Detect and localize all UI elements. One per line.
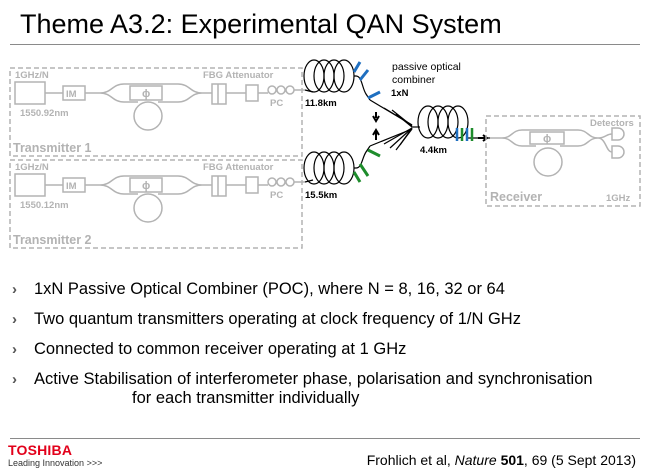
laser-icon [14, 173, 46, 197]
receiver-clock-label: 1GHz [606, 193, 631, 204]
combiner-label-line-1: passive optical [392, 61, 461, 73]
slide-title: Theme A3.2: Experimental QAN System [20, 9, 502, 39]
fbg-filter [211, 83, 227, 105]
tx2-pc-label: PC [270, 190, 283, 201]
chevron-right-icon: › [12, 371, 17, 388]
receiver-phase-label: ϕ [543, 133, 551, 145]
phase-modulator [129, 85, 163, 101]
fiber-spool-3 [412, 105, 490, 139]
citation-volume: 501 [500, 452, 524, 468]
phase-modulator [129, 177, 163, 193]
tx2-phase-label: ϕ [142, 180, 150, 192]
bullet-list: › 1xN Passive Optical Combiner (POC), wh… [12, 280, 642, 419]
qan-system-diagram: 1GHz/N 1550.92nm IM ϕ FBG Attenuator PC … [9, 59, 641, 249]
tx1-fbg-label: FBG Attenuator [203, 70, 274, 81]
transmitter-1-box [9, 67, 303, 157]
transmitter-2-box [9, 159, 303, 249]
logo-brand: TOSHIBA [8, 442, 73, 458]
bullet-text: Two quantum transmitters operating at cl… [34, 310, 521, 328]
tx1-pc-label: PC [270, 98, 283, 109]
transmitter-1 [9, 67, 305, 157]
chevron-right-icon: › [12, 341, 17, 358]
title-divider [10, 44, 640, 45]
fiber-2-length-label: 15.5km [305, 190, 337, 201]
receiver [485, 115, 641, 207]
fiber-3-length-label: 4.4km [420, 145, 447, 156]
tx2-name: Transmitter 2 [13, 233, 92, 247]
phase-modulator [529, 131, 565, 145]
detector-icon [611, 127, 625, 141]
fbg-filter [211, 175, 227, 197]
polarization-controller [267, 85, 277, 95]
bullet-item: › 1xN Passive Optical Combiner (POC), wh… [12, 280, 642, 299]
transmitter-2 [9, 159, 305, 249]
fiber-spool-2 [303, 145, 371, 185]
citation-rest: , 69 (5 Sept 2013) [523, 452, 636, 468]
logo-tagline: Leading Innovation >>> [8, 458, 103, 468]
citation: Frohlich et al, Nature 501, 69 (5 Sept 2… [367, 452, 636, 468]
tx2-clock-label: 1GHz/N [15, 162, 49, 173]
chevron-right-icon: › [12, 281, 17, 298]
delay-loop [133, 193, 163, 223]
tx2-fbg-label: FBG Attenuator [203, 162, 274, 173]
blue-sync-pulses [352, 61, 381, 100]
right-arrow-icon [478, 134, 489, 142]
citation-journal: Nature [454, 452, 497, 468]
polarization-controller [267, 177, 277, 187]
attenuator [245, 176, 259, 194]
attenuator [245, 84, 259, 102]
bullet-text: Active Stabilisation of interferometer p… [34, 370, 593, 388]
footer-divider [10, 438, 640, 439]
up-arrow-icon [372, 128, 380, 140]
fiber-1-length-label: 11.8km [305, 98, 337, 109]
detector-icon [611, 145, 625, 159]
down-arrow-icon [372, 112, 380, 123]
receiver-detectors-label: Detectors [590, 118, 634, 129]
delay-loop [133, 101, 163, 131]
bullet-text: Connected to common receiver operating a… [34, 340, 407, 358]
tx2-wavelength-label: 1550.12nm [20, 200, 69, 211]
citation-authors: Frohlich et al, [366, 452, 455, 468]
tx1-clock-label: 1GHz/N [15, 70, 49, 81]
bullet-item: › Active Stabilisation of interferometer… [12, 370, 642, 408]
fiber-spool-1 [303, 59, 371, 101]
chevron-right-icon: › [12, 311, 17, 328]
combiner-ratio-label: 1xN [391, 88, 409, 99]
combined-pulse-train [455, 128, 474, 141]
delay-loop [533, 147, 563, 177]
bullet-item: › Connected to common receiver operating… [12, 340, 642, 359]
receiver-name: Receiver [490, 190, 542, 204]
tx1-im-label: IM [66, 89, 77, 100]
tx2-im-label: IM [66, 181, 77, 192]
laser-icon [14, 81, 46, 105]
receiver-box [485, 115, 641, 207]
bullet-text: 1xN Passive Optical Combiner (POC), wher… [34, 280, 505, 298]
combiner-label-line-2: combiner [392, 74, 436, 86]
bullet-continuation: for each transmitter individually [132, 389, 360, 407]
toshiba-logo: TOSHIBA Leading Innovation >>> [8, 443, 102, 469]
passive-optical-combiner [369, 99, 413, 151]
bullet-item: › Two quantum transmitters operating at … [12, 310, 642, 329]
green-sync-pulses [352, 148, 381, 183]
tx1-phase-label: ϕ [142, 88, 150, 100]
tx1-name: Transmitter 1 [13, 141, 92, 155]
tx1-wavelength-label: 1550.92nm [20, 108, 69, 119]
